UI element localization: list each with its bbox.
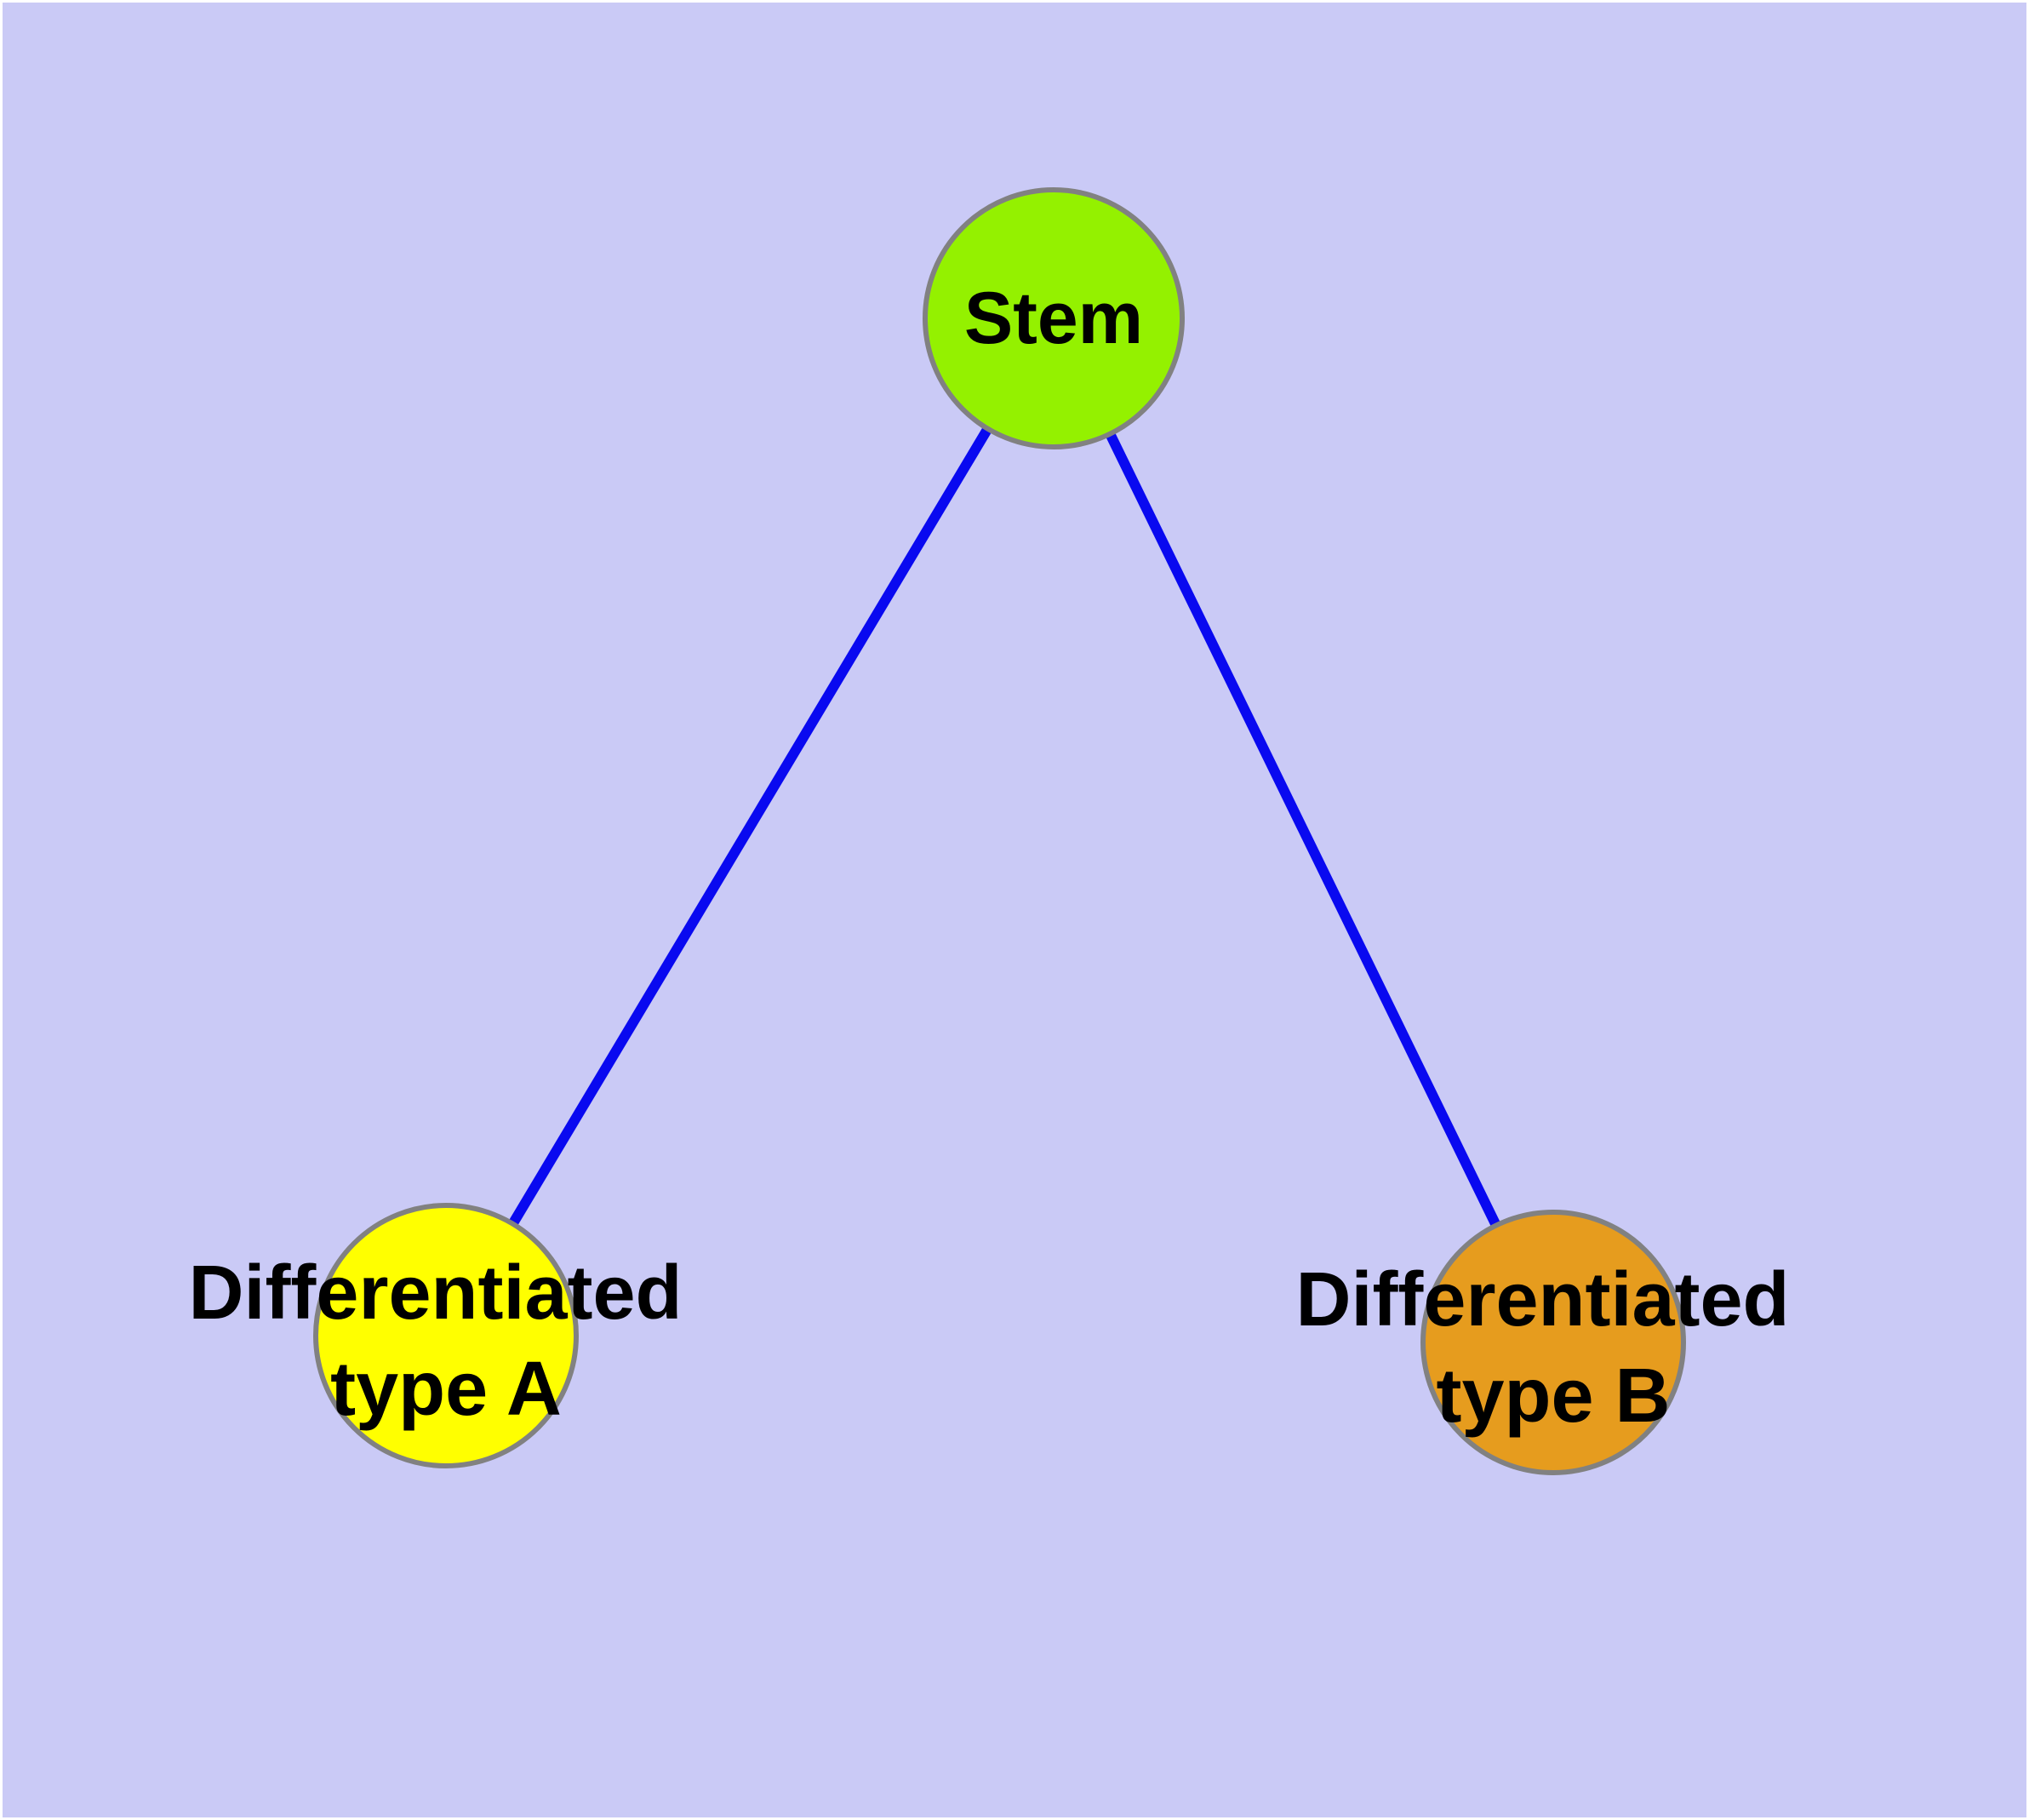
edge-stem-to-type-b	[1049, 316, 1558, 1345]
node-differentiated-type-a-label-line2: type A	[330, 1347, 562, 1432]
node-differentiated-type-b-label-line2: type B	[1436, 1354, 1670, 1439]
node-differentiated-type-a-label: Differentiated type A	[188, 1251, 703, 1432]
node-differentiated-type-b-label-line1: Differentiated	[1295, 1257, 1789, 1342]
node-differentiated-type-a[interactable]	[313, 1203, 579, 1468]
node-stem-label: Stem	[964, 278, 1143, 359]
node-stem[interactable]	[923, 187, 1185, 449]
node-differentiated-type-a-label-line1: Differentiated	[188, 1251, 682, 1336]
node-differentiated-type-b[interactable]	[1420, 1210, 1686, 1475]
node-differentiated-type-b-label: Differentiated type B	[1295, 1257, 1810, 1439]
edge-stem-to-type-a	[441, 315, 1059, 1339]
